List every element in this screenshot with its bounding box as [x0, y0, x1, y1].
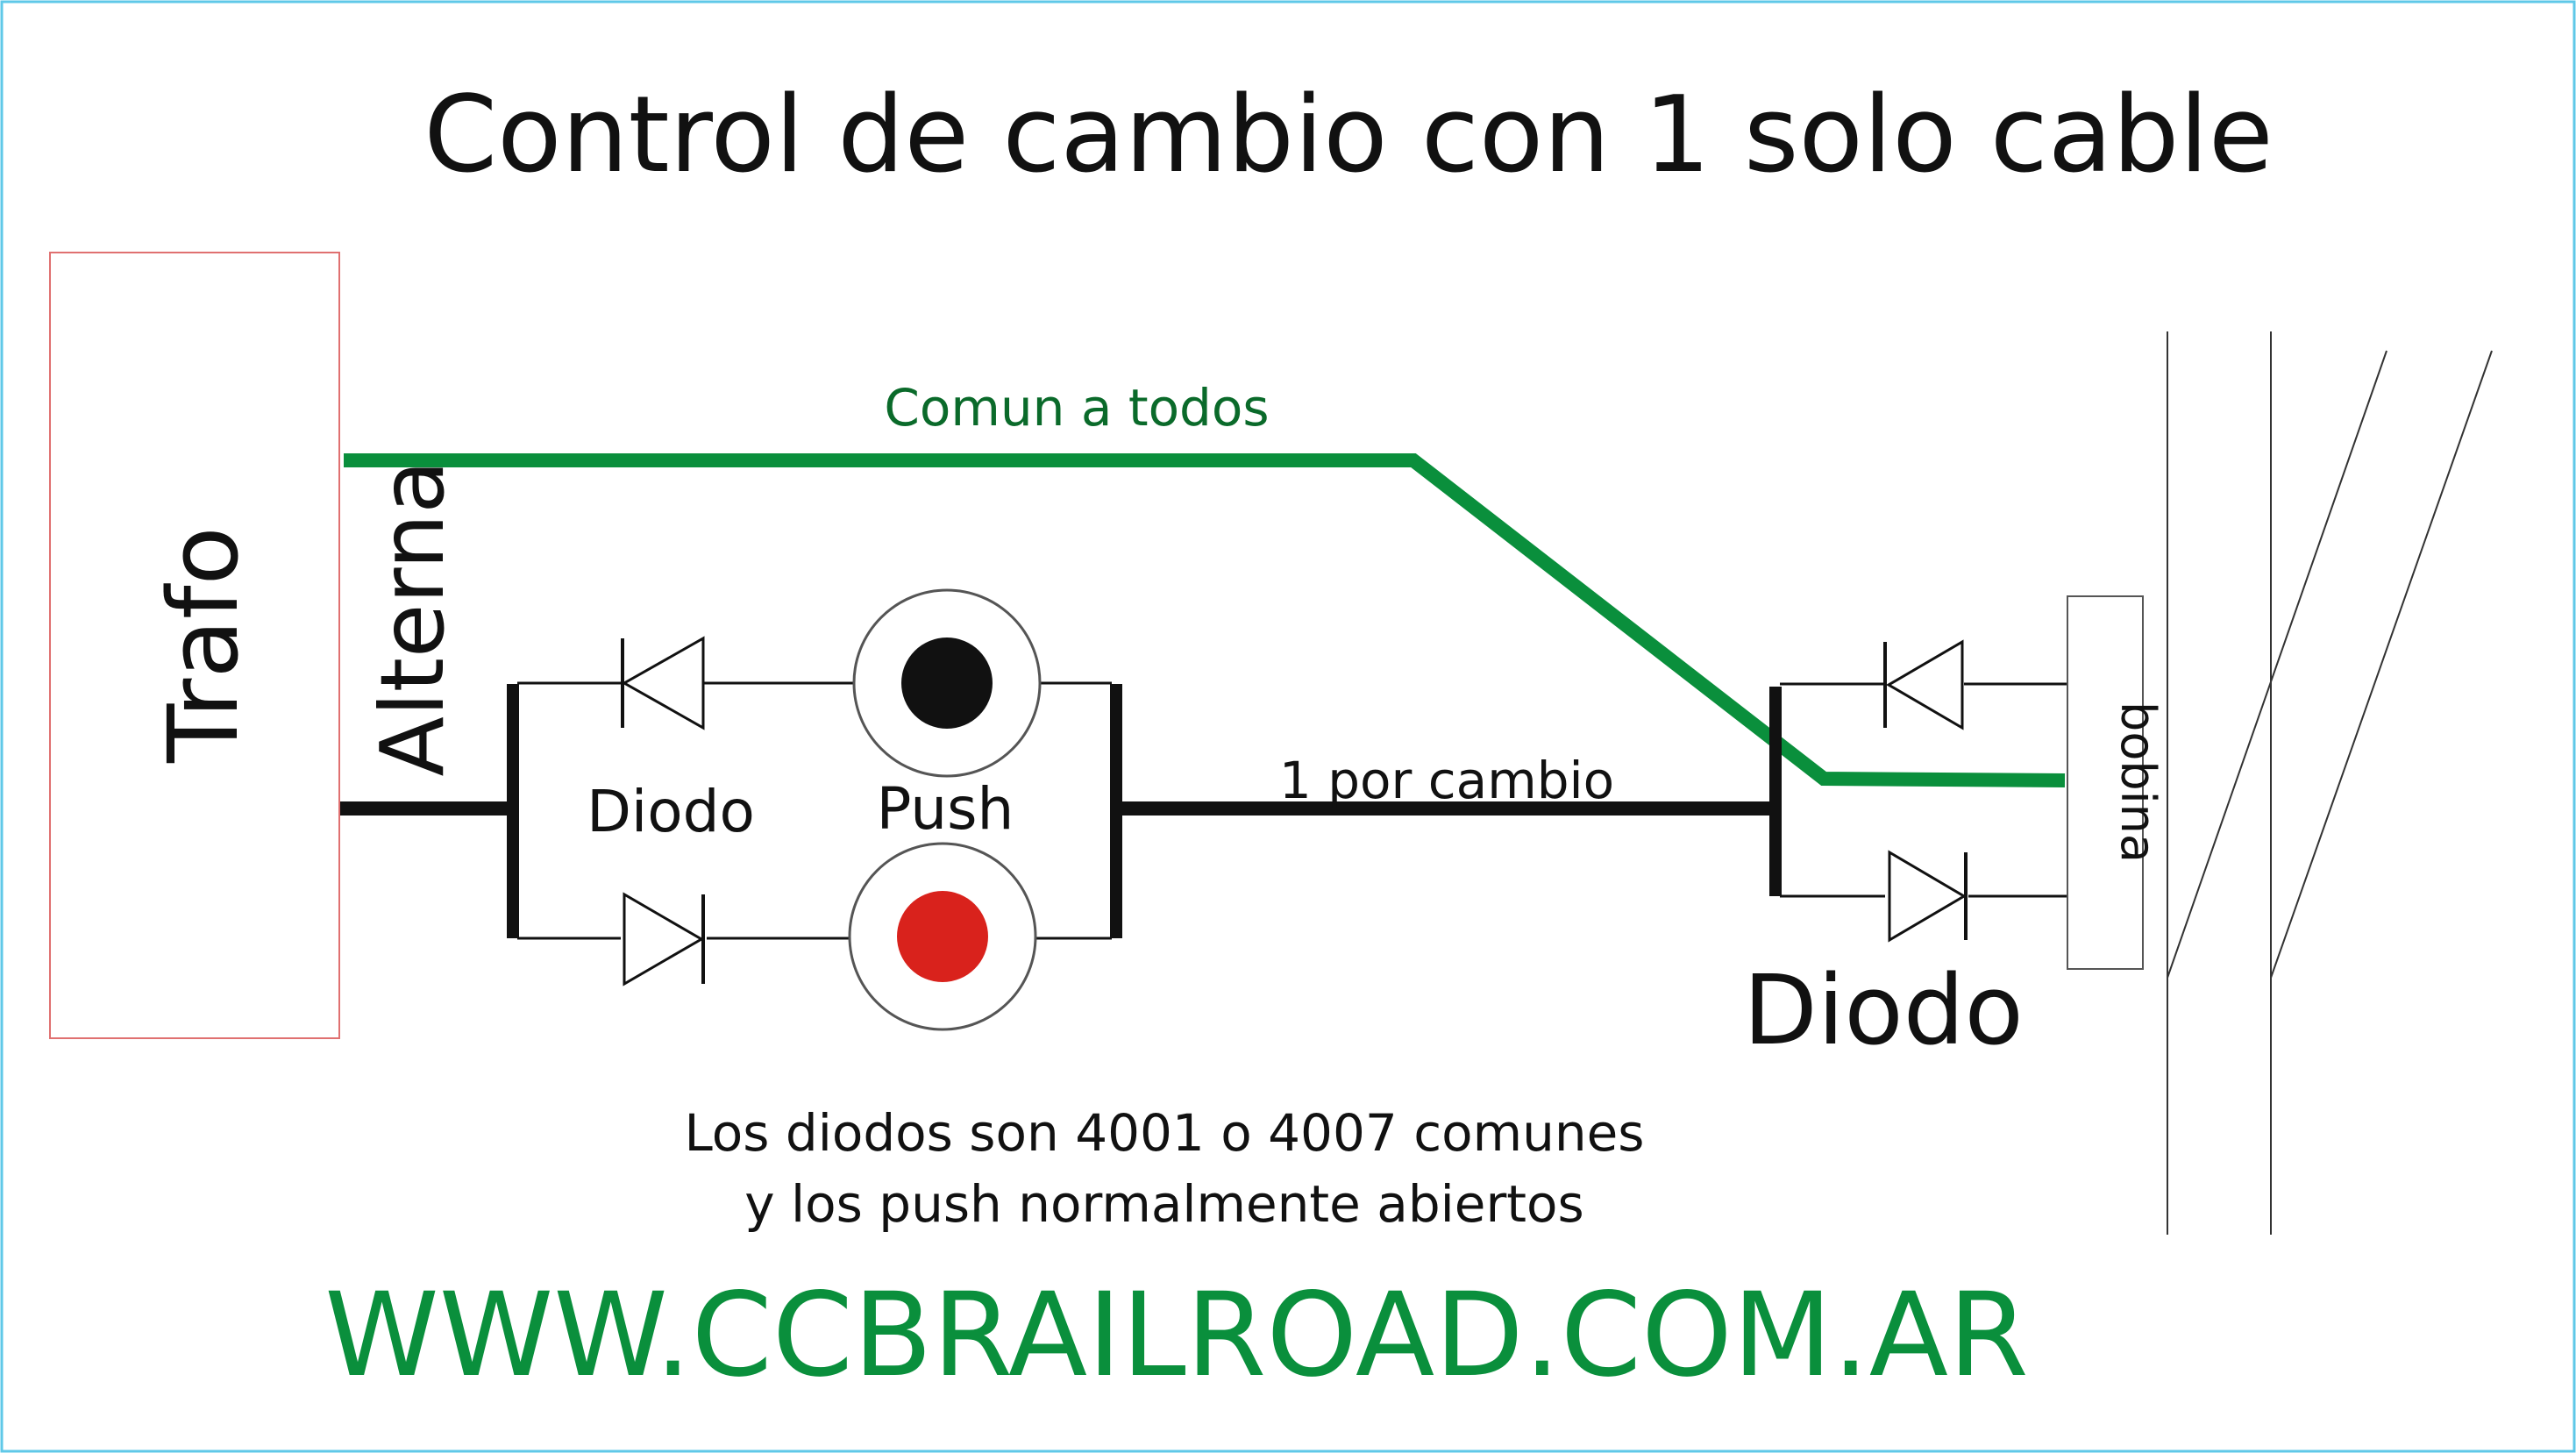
por-cambio-label: 1 por cambio — [1279, 751, 1614, 810]
note-line-2: y los push normalmente abiertos — [744, 1174, 1583, 1234]
push-label: Push — [877, 775, 1014, 843]
bobina-box — [2067, 595, 2144, 970]
common-wire — [344, 453, 2066, 787]
diodo-left-label: Diodo — [587, 778, 755, 845]
trafo-box — [49, 252, 340, 1039]
alterna-label: Alterna — [361, 460, 464, 777]
diode-bottom-left — [623, 892, 705, 986]
diode-top-left — [621, 636, 705, 730]
common-wire-label: Comun a todos — [884, 378, 1269, 438]
diode-top-right — [1883, 639, 1964, 730]
rail-diverge-left — [2167, 350, 2387, 979]
diode-bottom-right — [1888, 850, 1968, 943]
push-button-red — [848, 842, 1037, 1031]
diagram-title: Control de cambio con 1 solo cable — [423, 75, 2273, 196]
note-line-1: Los diodos son 4001 o 4007 comunes — [684, 1103, 1644, 1163]
trafo-label: Trafo — [147, 526, 260, 764]
bobina-label: bobina — [2110, 702, 2166, 863]
website-link[interactable]: WWW.CCBRAILROAD.COM.AR — [324, 1268, 2029, 1403]
rail-diverge-right — [2270, 350, 2493, 979]
push-button-black — [852, 588, 1042, 778]
diodo-right-label: Diodo — [1743, 954, 2024, 1066]
